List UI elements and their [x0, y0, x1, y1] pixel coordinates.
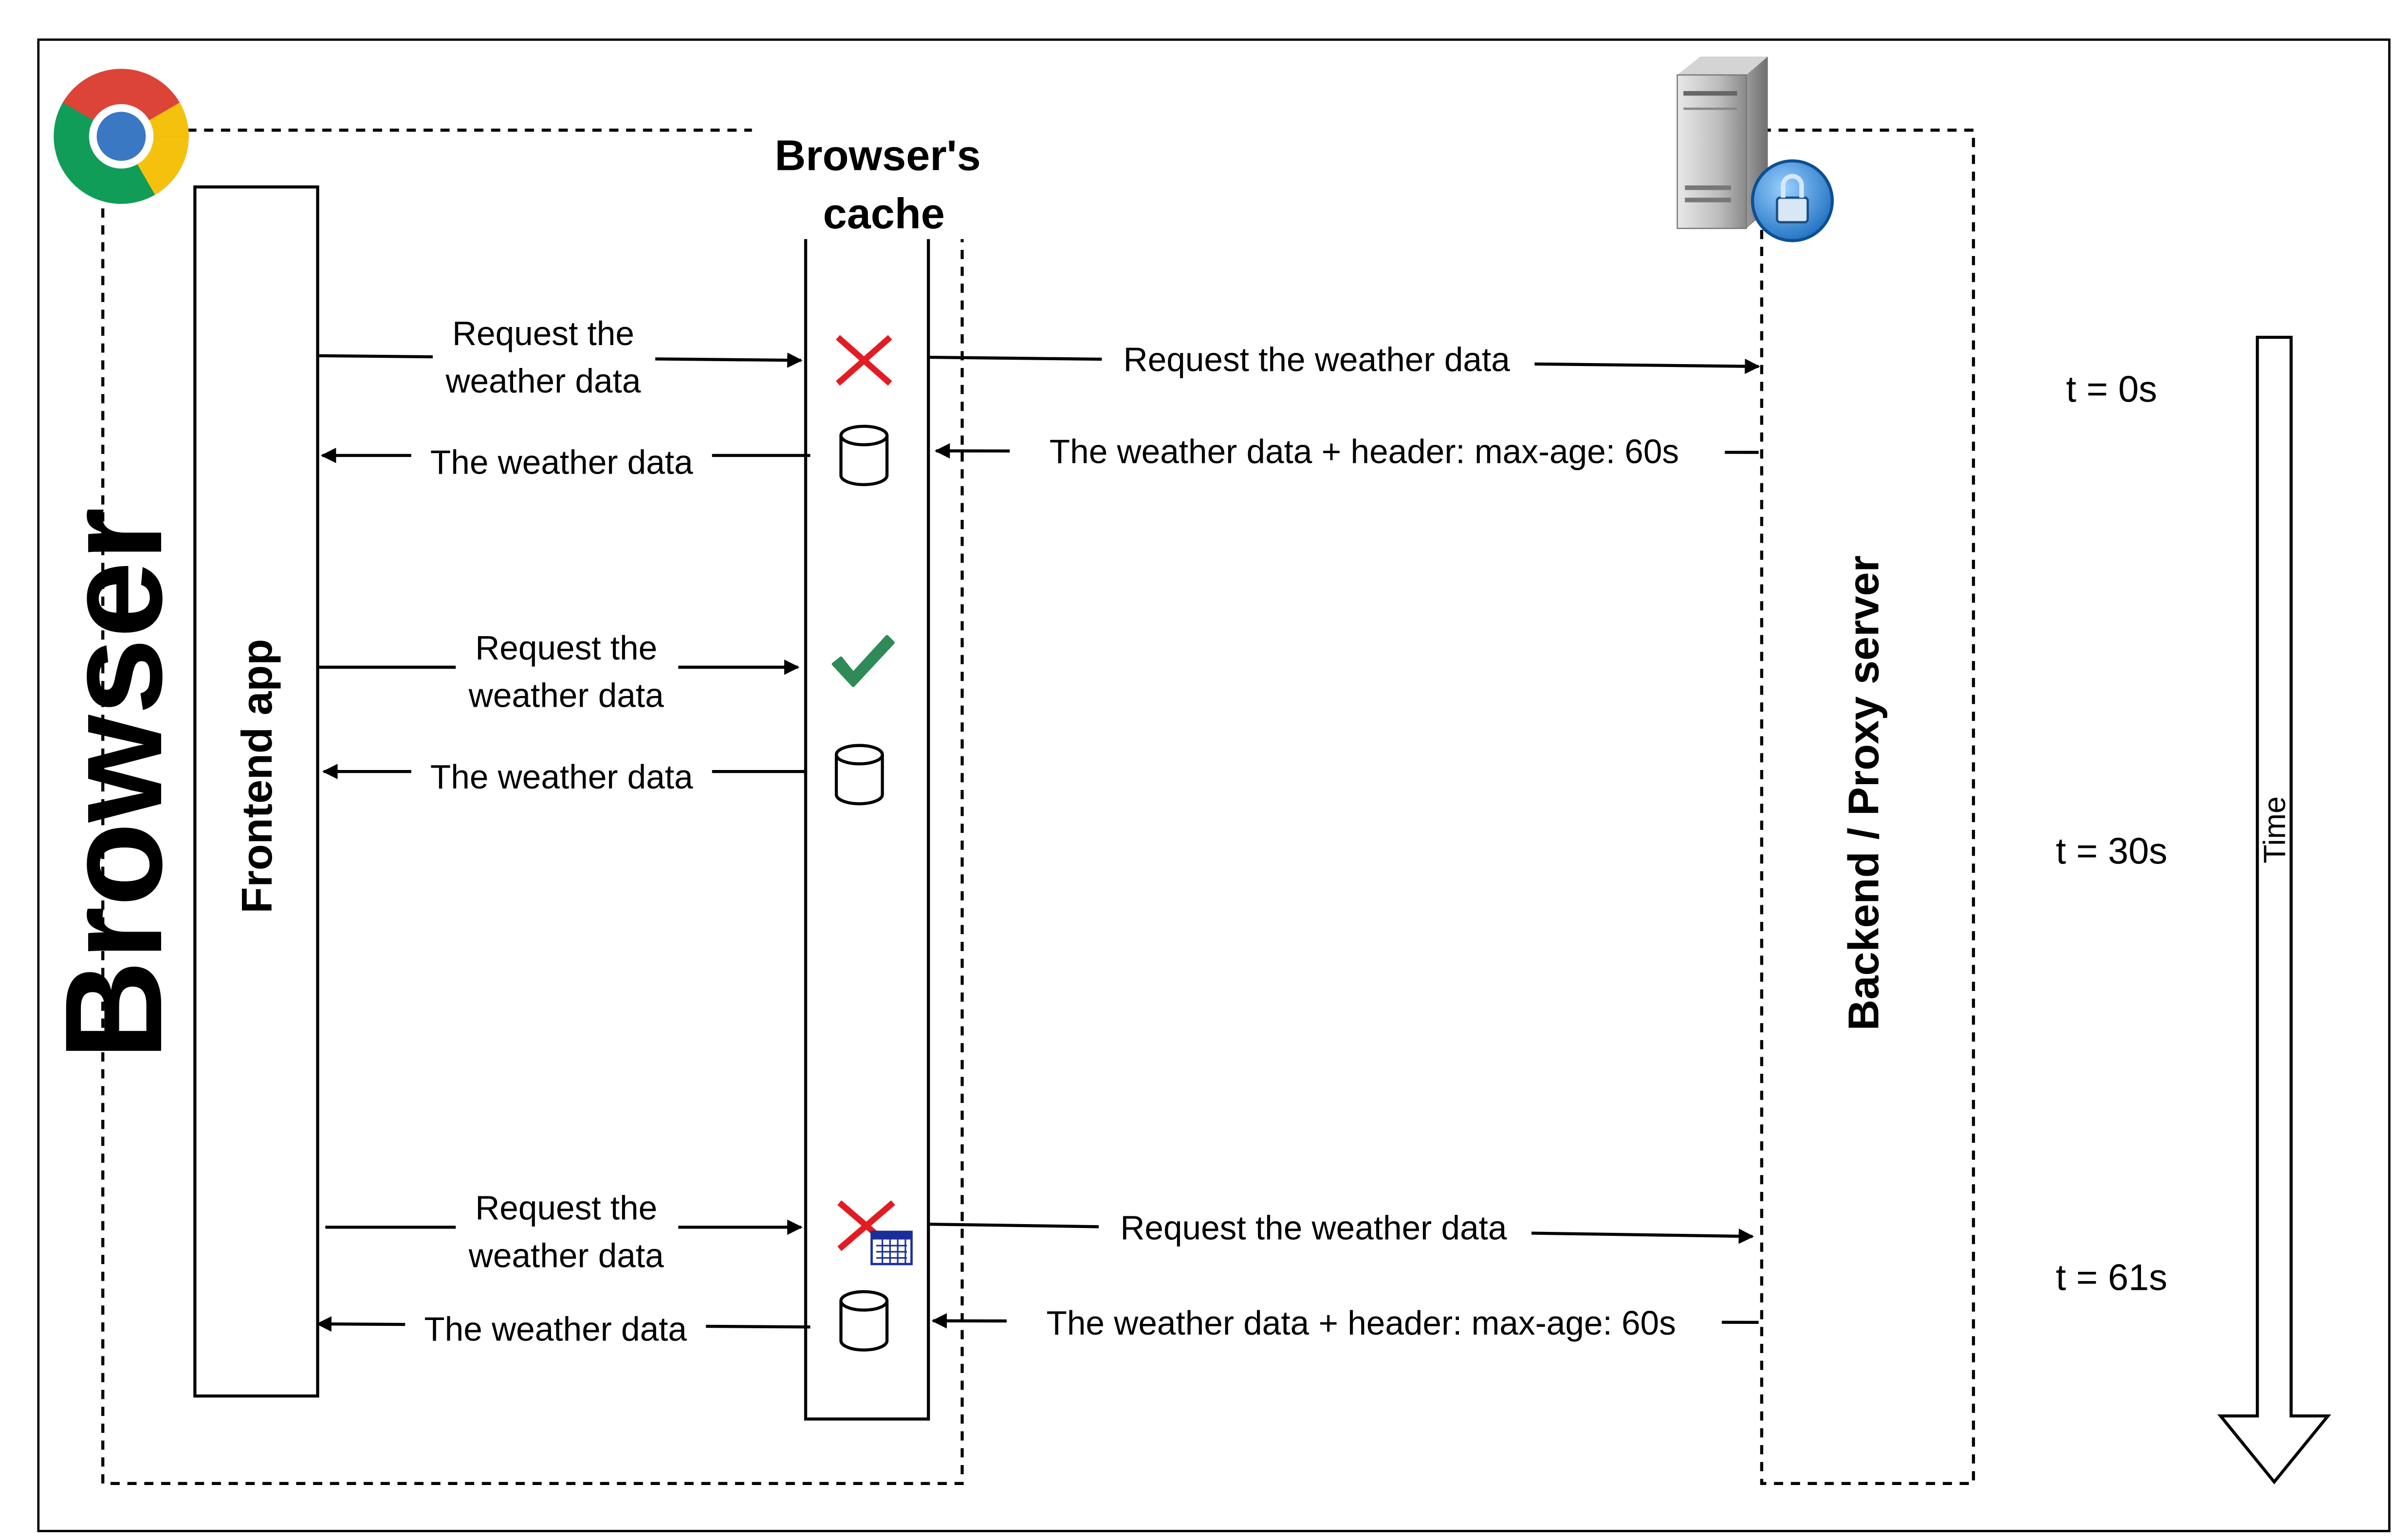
- frontend-app-lifeline: [193, 185, 319, 1398]
- response-label-1: The weather data: [430, 443, 693, 481]
- green-checkmark-icon: [831, 635, 895, 687]
- red-x-icon: [836, 335, 892, 386]
- server-request-label-1: Request the weather data: [1124, 340, 1511, 378]
- request-label-1b: weather data: [445, 362, 641, 400]
- server-request-label-3: Request the weather data: [1120, 1209, 1507, 1247]
- red-x-calendar-icon: [837, 1200, 913, 1265]
- response-label-2: The weather data: [430, 758, 693, 796]
- outer-frame: [37, 38, 2391, 1532]
- browser-label: Browser: [37, 508, 191, 1060]
- request-label-2a: Request the: [475, 629, 657, 667]
- server-response-label-1: The weather data + header: max-age: 60s: [1050, 433, 1679, 471]
- cache-title-background: [752, 124, 998, 239]
- time-label-61s: t = 61s: [2056, 1258, 2167, 1299]
- chrome-logo-icon: [54, 69, 189, 204]
- cache-label-line1: Browser's: [775, 131, 981, 179]
- request-label-2b: weather data: [468, 677, 664, 715]
- database-cylinder-icon: [839, 424, 889, 486]
- request-label-3b: weather data: [468, 1236, 664, 1274]
- frontend-app-label: Frontend app: [233, 639, 281, 914]
- server-with-lock-icon: [1677, 56, 1834, 242]
- backend-container: [1760, 128, 1975, 1485]
- backend-proxy-label: Backend / Proxy server: [1839, 555, 1887, 1030]
- database-cylinder-icon: [839, 1290, 889, 1352]
- response-label-3: The weather data: [424, 1310, 687, 1348]
- time-label-0s: t = 0s: [2066, 369, 2157, 410]
- database-cylinder-icon: [834, 744, 884, 806]
- request-label-3a: Request the: [475, 1189, 657, 1227]
- time-label-30s: t = 30s: [2056, 831, 2167, 872]
- server-response-label-3: The weather data + header: max-age: 60s: [1047, 1304, 1676, 1342]
- cache-label-line2: cache: [823, 189, 945, 238]
- time-arrow: [2217, 335, 2331, 1485]
- request-label-1a: Request the: [452, 314, 634, 352]
- time-axis-label: Time: [2258, 796, 2292, 863]
- browser-container: [101, 128, 964, 1485]
